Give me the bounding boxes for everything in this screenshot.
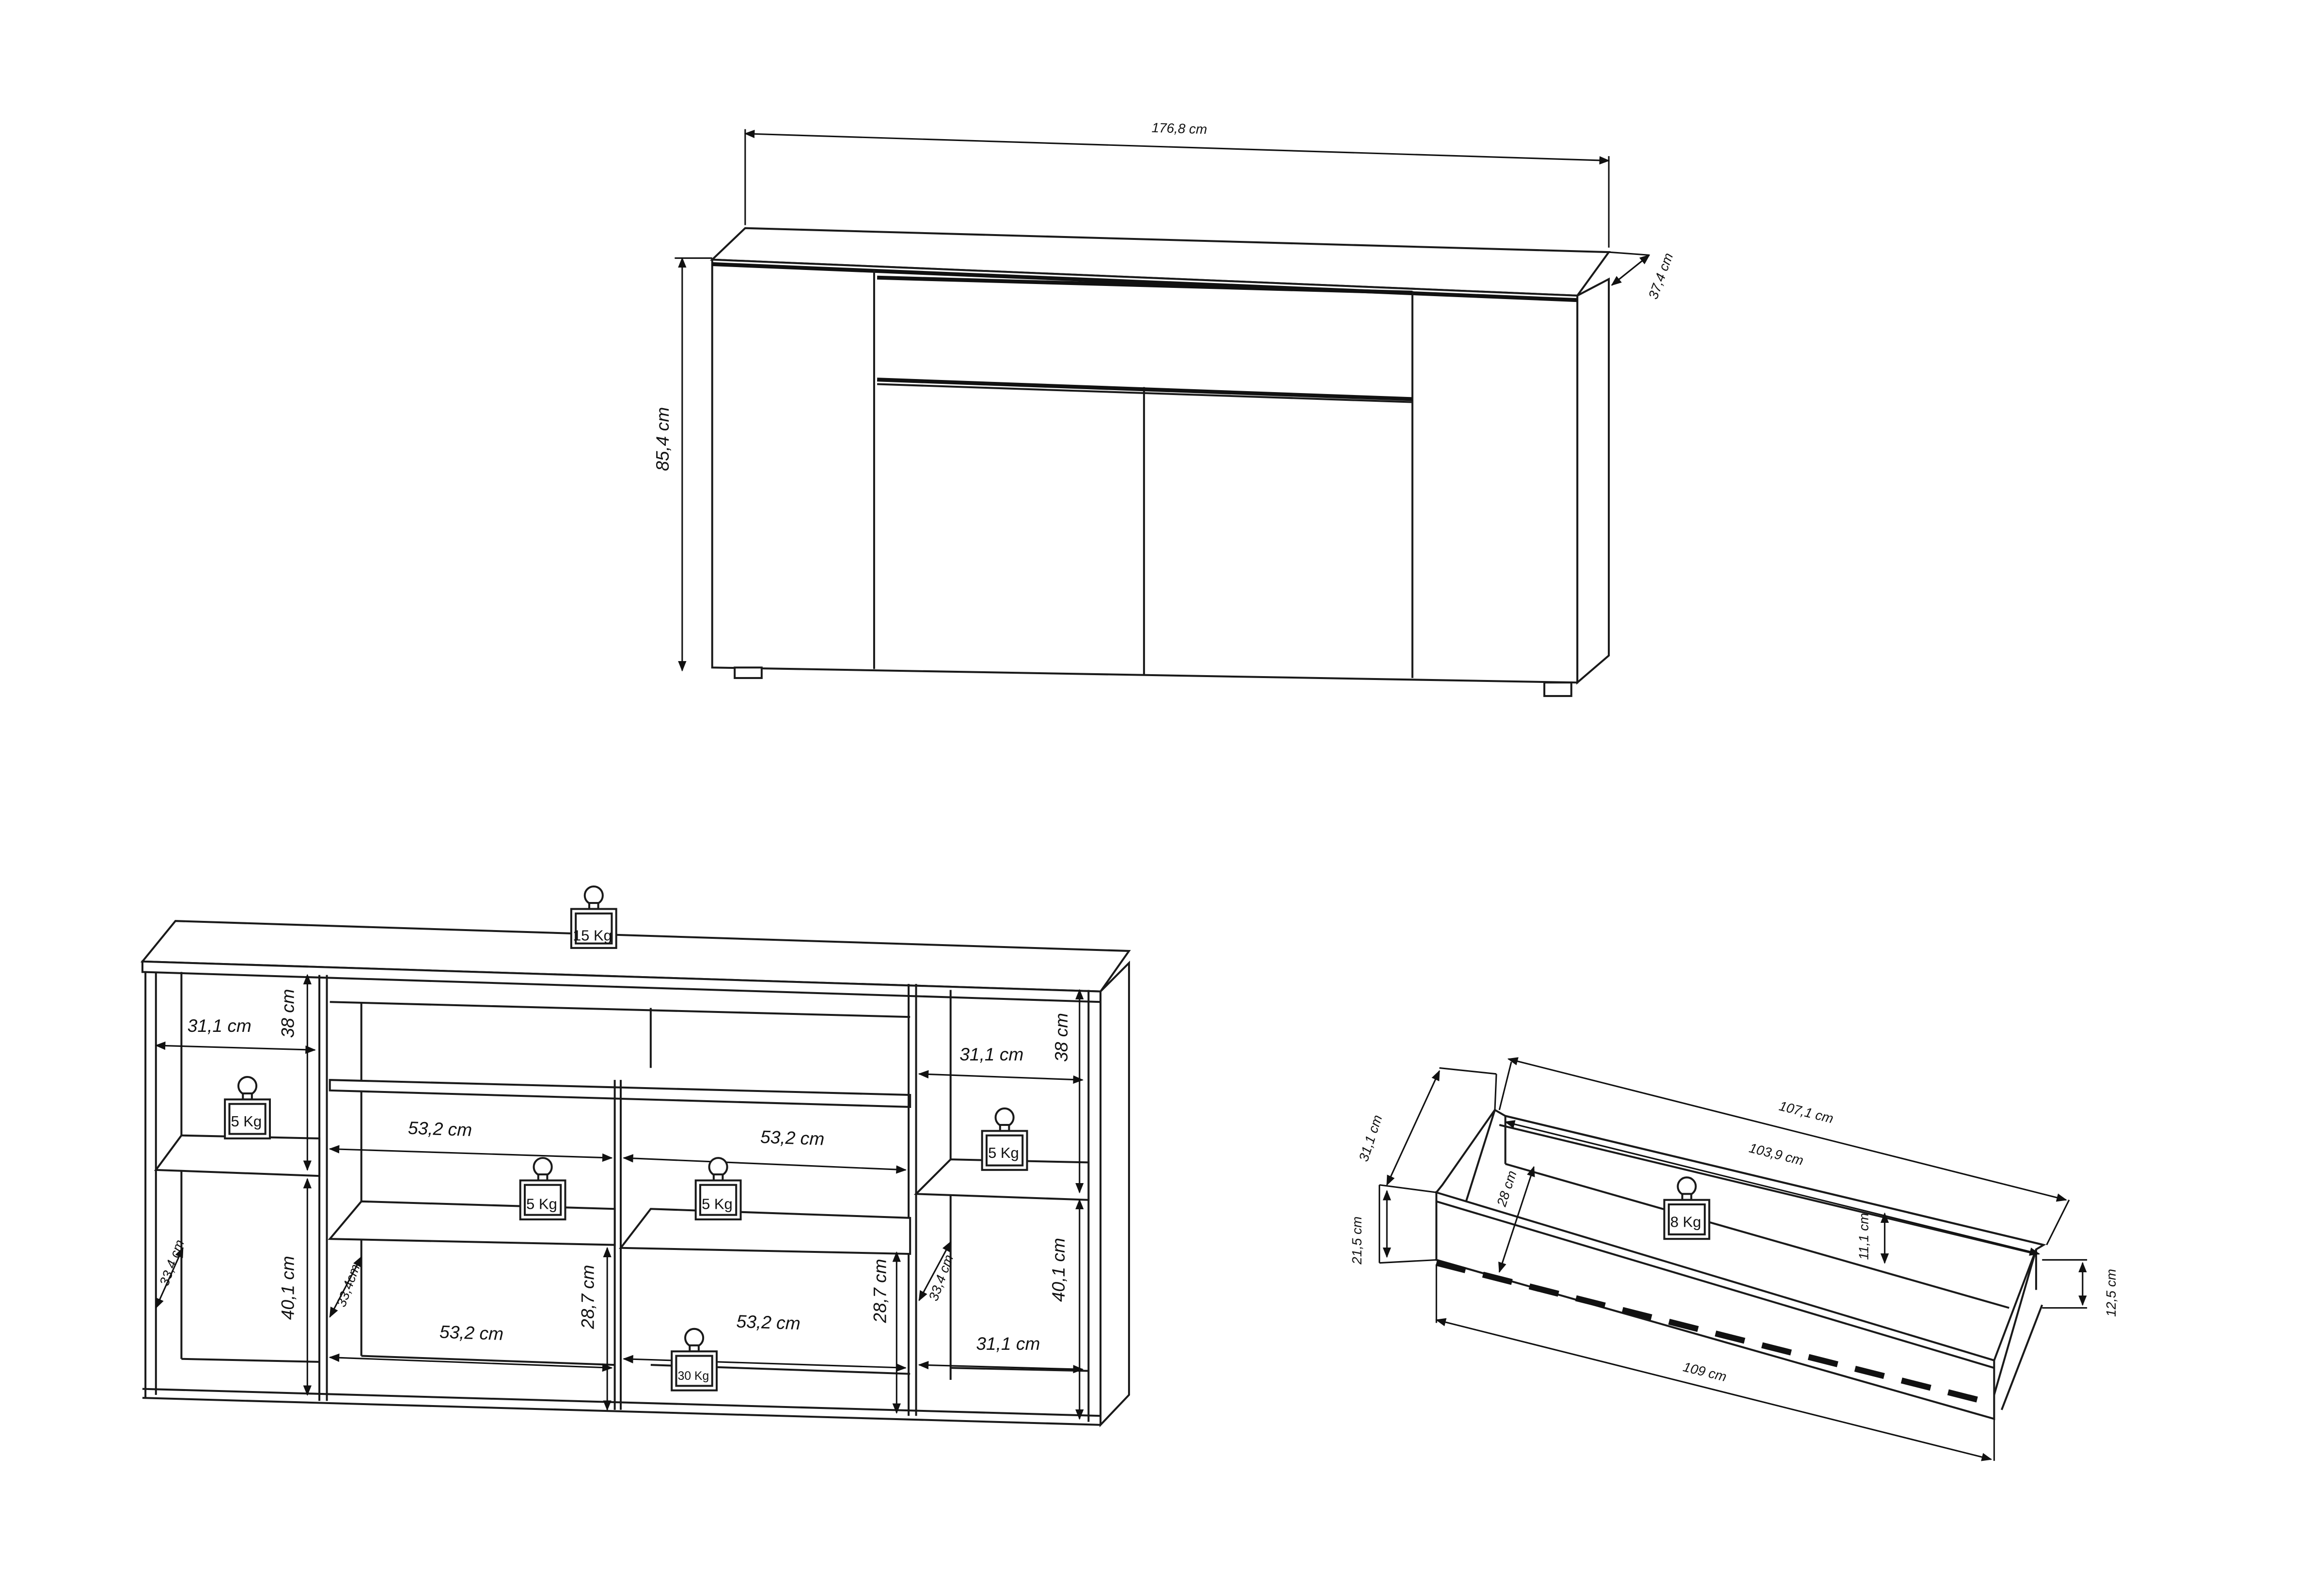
right-upper-width-label: 31,1 cm xyxy=(959,1044,1023,1064)
mid-left-lower-width-label: 53,2 cm xyxy=(439,1321,503,1344)
mid-right-lower-width-label: 53,2 cm xyxy=(736,1311,801,1334)
right-lower-height-label: 40,1 cm xyxy=(1048,1238,1068,1302)
mid-left-lower-depth-label: 33,4cm xyxy=(333,1262,362,1309)
mid-left-load-label: 5 Kg xyxy=(526,1195,557,1212)
front-length-label: 109 cm xyxy=(1681,1359,1728,1384)
front-height-label: 21,5 cm xyxy=(1350,1217,1365,1265)
left-upper-load-label: 5 Kg xyxy=(231,1113,262,1130)
left-lower-height-label: 40,1 cm xyxy=(277,1256,298,1320)
drawer-load-label: 8 Kg xyxy=(1670,1213,1701,1230)
depth-label: 37,4 cm xyxy=(1646,251,1676,301)
height-label: 85,4 cm xyxy=(652,407,673,471)
left-lower-depth-label: 33,4 cm xyxy=(157,1238,187,1288)
bottom-load-label: 30 Kg xyxy=(678,1370,709,1383)
sideboard-front-view: 176,8 cm 85,4 cm 37,4 cm xyxy=(652,120,1676,697)
right-lower-width-label: 31,1 cm xyxy=(976,1333,1040,1354)
right-upper-height-label: 38 cm xyxy=(1051,1013,1071,1062)
mid-right-lower-height-label: 28,7 cm xyxy=(870,1259,890,1323)
mid-left-lower-height-label: 28,7 cm xyxy=(577,1265,597,1329)
inner-height-label: 11,1 cm xyxy=(1856,1213,1871,1260)
drawer-depth-label: 31,1 cm xyxy=(1356,1113,1385,1163)
right-upper-load-label: 5 Kg xyxy=(988,1144,1019,1161)
drawer-view: 8 Kg 107,1 cm 103,9 cm 31,1 cm 21,5 cm 2… xyxy=(1350,1057,2119,1461)
mid-right-load-label: 5 Kg xyxy=(702,1195,733,1212)
inner-length-label: 103,9 cm xyxy=(1747,1140,1805,1168)
width-label: 176,8 cm xyxy=(1151,120,1207,137)
mid-right-upper-width-label: 53,2 cm xyxy=(760,1126,824,1149)
side-height-label: 12,5 cm xyxy=(2104,1269,2119,1317)
outer-length-label: 107,1 cm xyxy=(1777,1098,1835,1126)
left-upper-height-label: 38 cm xyxy=(277,989,298,1038)
right-lower-depth-label: 33,4 cm xyxy=(926,1253,956,1303)
sideboard-open-view: 15 Kg 5 Kg 5 Kg 5 Kg 5 Kg 30 Kg 31,1 cm … xyxy=(140,886,1131,1427)
mid-left-upper-width-label: 53,2 cm xyxy=(408,1118,472,1140)
left-upper-width-label: 31,1 cm xyxy=(188,1015,251,1036)
top-load-label: 15 Kg xyxy=(573,927,612,944)
